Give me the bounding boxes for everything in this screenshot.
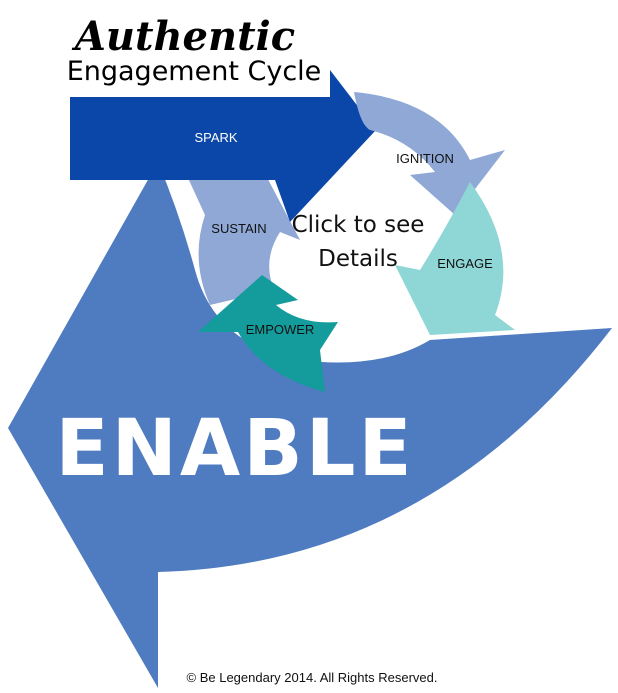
sustain-label: SUSTAIN	[211, 221, 266, 236]
title-main: Authentic	[71, 13, 295, 60]
engage-label: ENGAGE	[437, 256, 493, 271]
empower-label: EMPOWER	[246, 322, 315, 337]
copyright-text: © Be Legendary 2014. All Rights Reserved…	[187, 670, 438, 685]
title-backdrop	[58, 50, 330, 90]
enable-label: ENABLE	[55, 404, 414, 494]
empower-arrow[interactable]	[198, 275, 338, 392]
center-cta-line2[interactable]: Details	[318, 246, 398, 272]
spark-arrow[interactable]	[70, 70, 376, 222]
title-sub: Engagement Cycle	[67, 56, 322, 87]
ignition-label: IGNITION	[396, 151, 454, 166]
enable-arrow[interactable]	[8, 162, 612, 688]
sustain-arrow[interactable]	[188, 168, 300, 305]
engage-arrow[interactable]	[395, 182, 515, 335]
center-cta-line1[interactable]: Click to see	[292, 212, 425, 238]
spark-label: SPARK	[194, 130, 237, 145]
ignition-arrow[interactable]	[354, 92, 505, 215]
